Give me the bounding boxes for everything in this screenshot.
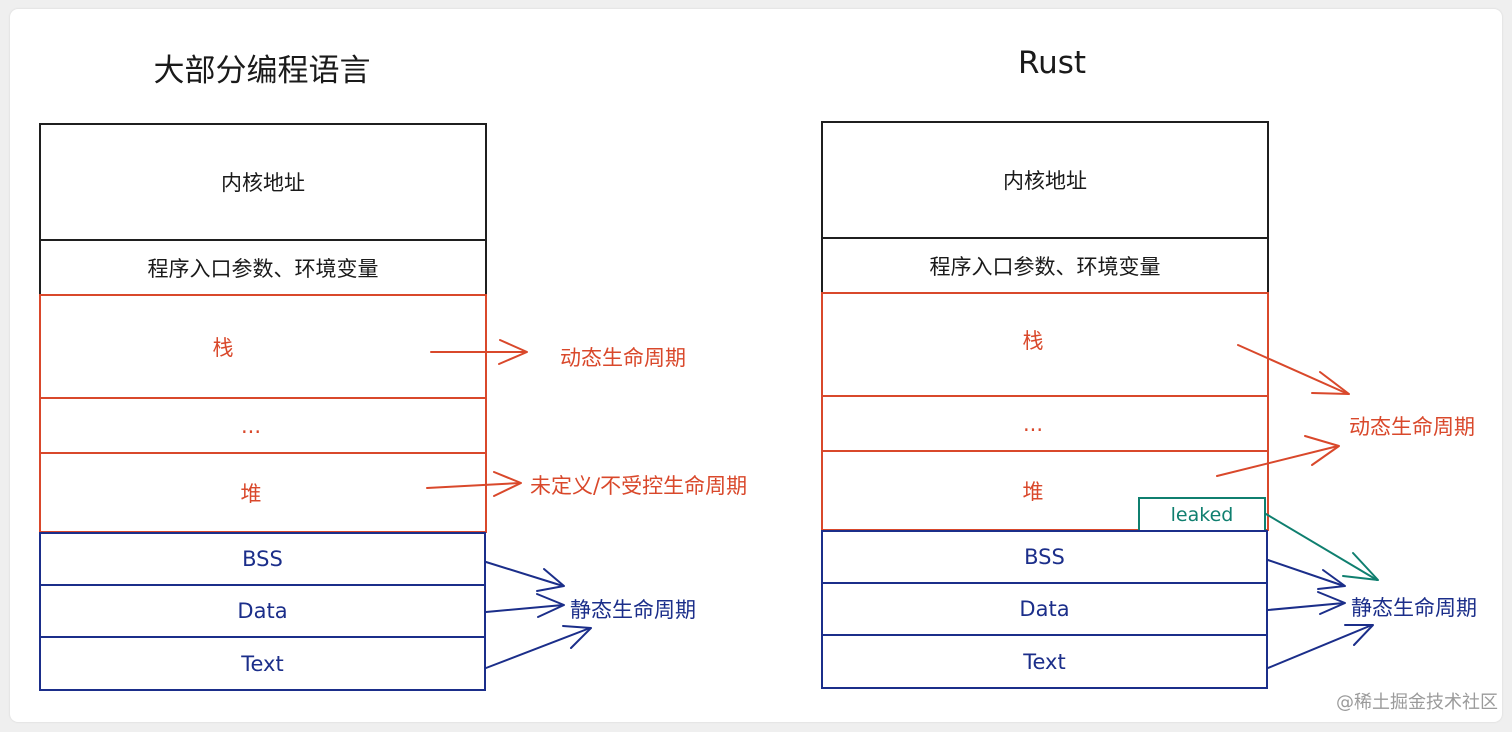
left-stack-label: 栈 — [212, 335, 234, 360]
left-stack-lifetime-label: 动态生命周期 — [560, 346, 686, 370]
right-args-env-segment: 程序入口参数、环境变量 — [821, 237, 1269, 294]
right-stack-segment: 栈 — [821, 292, 1269, 397]
left-kernel-segment: 内核地址 — [39, 123, 487, 241]
right-text-segment: Text — [821, 634, 1268, 689]
left-text-segment: Text — [39, 636, 486, 691]
right-title: Rust — [1017, 45, 1087, 81]
right-kernel-segment: 内核地址 — [821, 121, 1269, 239]
right-heap-label: 堆 — [1022, 479, 1044, 504]
right-bss-segment: BSS — [821, 530, 1268, 584]
left-bss-segment: BSS — [39, 532, 486, 586]
left-static-lifetime-label: 静态生命周期 — [570, 598, 696, 622]
right-ellipsis-segment: ... — [821, 395, 1269, 452]
right-leaked-box: leaked — [1138, 497, 1266, 533]
right-ellipsis-label: ... — [1022, 411, 1044, 436]
left-heap-lifetime-label: 未定义/不受控生命周期 — [530, 474, 748, 498]
right-dynamic-lifetime-label: 动态生命周期 — [1349, 415, 1475, 439]
left-ellipsis-segment: ... — [39, 397, 487, 454]
left-stack-segment: 栈 — [39, 294, 487, 399]
right-stack-label: 栈 — [1022, 328, 1044, 353]
right-static-lifetime-label: 静态生命周期 — [1351, 596, 1477, 620]
left-heap-segment: 堆 — [39, 452, 487, 533]
left-args-env-segment: 程序入口参数、环境变量 — [39, 239, 487, 296]
left-heap-label: 堆 — [240, 481, 262, 506]
left-data-segment: Data — [39, 584, 486, 638]
left-title: 大部分编程语言 — [153, 53, 371, 89]
right-data-segment: Data — [821, 582, 1268, 636]
watermark-text: @稀土掘金技术社区 — [1336, 692, 1498, 713]
left-ellipsis-label: ... — [240, 413, 262, 438]
